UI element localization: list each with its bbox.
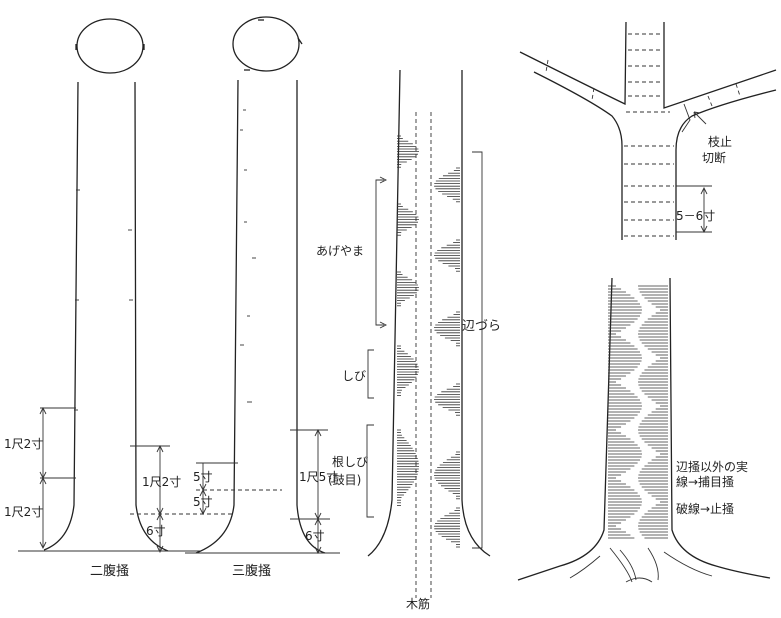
measure-1shaku2sun-c: 1尺2寸 [142, 475, 181, 489]
measure-1shaku2sun-a: 1尺2寸 [4, 437, 43, 451]
measure-6sun-a: 6寸 [146, 524, 166, 538]
label-hendura: 辺づら [462, 319, 501, 334]
trunk-sanfuku [130, 16, 340, 555]
label-neshibi: 根しび [332, 455, 368, 469]
labels: 二腹掻 三腹掻 1尺2寸 1尺2寸 1尺2寸 6寸 5寸 5寸 1尺5寸 6寸 … [4, 134, 748, 611]
label-tsuzumime: (鼓目) [328, 473, 361, 487]
trunk-nifuku [18, 18, 200, 552]
trunk-base [517, 277, 771, 583]
note-line2: 破線→止掻 [676, 501, 734, 516]
label-ageyama: あげやま [316, 244, 364, 258]
measure-5-6sun: 5－6寸 [676, 209, 715, 223]
trunk-tapping-sections [366, 69, 491, 598]
measure-6sun-b: 6寸 [305, 529, 325, 543]
measure-1shaku5sun: 1尺5寸 [299, 470, 338, 484]
branch-fork [519, 21, 777, 240]
label-kisuji: 木筋 [406, 596, 430, 611]
measure-5sun-a: 5寸 [193, 470, 213, 484]
note-line1b: 線→捕目掻 [676, 474, 734, 489]
measure-1shaku2sun-b: 1尺2寸 [4, 505, 43, 519]
label-edadome: 枝止 [708, 134, 732, 149]
measure-5sun-b: 5寸 [193, 495, 213, 509]
note-line1a: 辺掻以外の実 [676, 459, 748, 474]
label-nifuku: 二腹掻 [90, 563, 129, 579]
label-shibi: しび [342, 369, 366, 383]
label-sanfuku: 三腹掻 [232, 563, 271, 579]
label-setsudan: 切断 [702, 150, 726, 165]
